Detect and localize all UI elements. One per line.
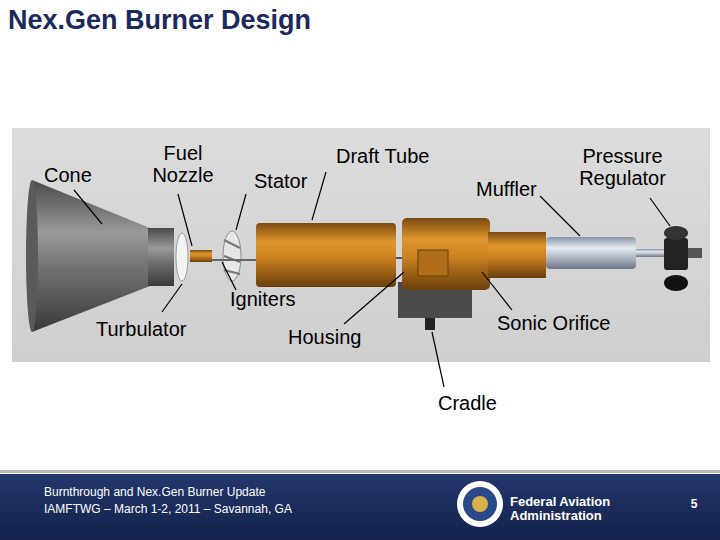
- regulator-knob: [664, 275, 688, 291]
- regulator-body: [664, 238, 688, 270]
- part-label: Sonic Orifice: [497, 312, 647, 334]
- part-label: Muffler: [476, 178, 566, 200]
- faa-seal: [457, 481, 503, 527]
- part-label: Cone: [44, 164, 114, 186]
- faa-seal-inner: [463, 487, 497, 521]
- cradle-knob: [425, 318, 435, 330]
- part-label: Cradle: [438, 392, 528, 414]
- footer-bar: [0, 474, 720, 540]
- faa-seal-center: [472, 496, 488, 512]
- part-label: Igniters: [230, 288, 330, 310]
- stator-shape: [223, 231, 241, 281]
- part-label: Pressure Regulator: [565, 145, 680, 189]
- pipe-shape: [636, 249, 666, 257]
- igniter-rods: [212, 259, 262, 261]
- housing-shape: [402, 218, 490, 290]
- stator-vanes: [224, 240, 240, 274]
- housing-port: [418, 250, 448, 276]
- muffler-shape: [546, 237, 636, 269]
- part-label: Draft Tube: [336, 145, 466, 167]
- part-label: Stator: [254, 170, 334, 192]
- footer-text: Burnthrough and Nex.Gen Burner Update: [44, 486, 374, 499]
- nozzle-shape: [190, 250, 212, 262]
- photo-panel: [12, 128, 710, 362]
- cone-collar: [148, 228, 174, 286]
- turbulator-disc: [176, 233, 188, 281]
- sonic-orifice-shape: [488, 232, 546, 278]
- leader-lines: [74, 172, 670, 387]
- page-number: 5: [684, 498, 704, 511]
- cone-shape: [32, 180, 150, 332]
- part-label: Turbulator: [96, 318, 216, 340]
- cone-mouth: [26, 180, 38, 332]
- agency-name: Federal Aviation Administration: [510, 495, 628, 524]
- footer-rule: [0, 470, 720, 473]
- slide-title: Nex.Gen Burner Design: [8, 6, 311, 36]
- draft-tube-shape: [256, 223, 396, 287]
- footer-text: IAMFTWG – March 1-2, 2011 – Savannah, GA: [44, 503, 374, 516]
- part-label: Housing: [288, 326, 388, 348]
- part-label: Fuel Nozzle: [142, 142, 224, 186]
- regulator-inlet: [688, 248, 702, 258]
- regulator-cap: [664, 226, 688, 240]
